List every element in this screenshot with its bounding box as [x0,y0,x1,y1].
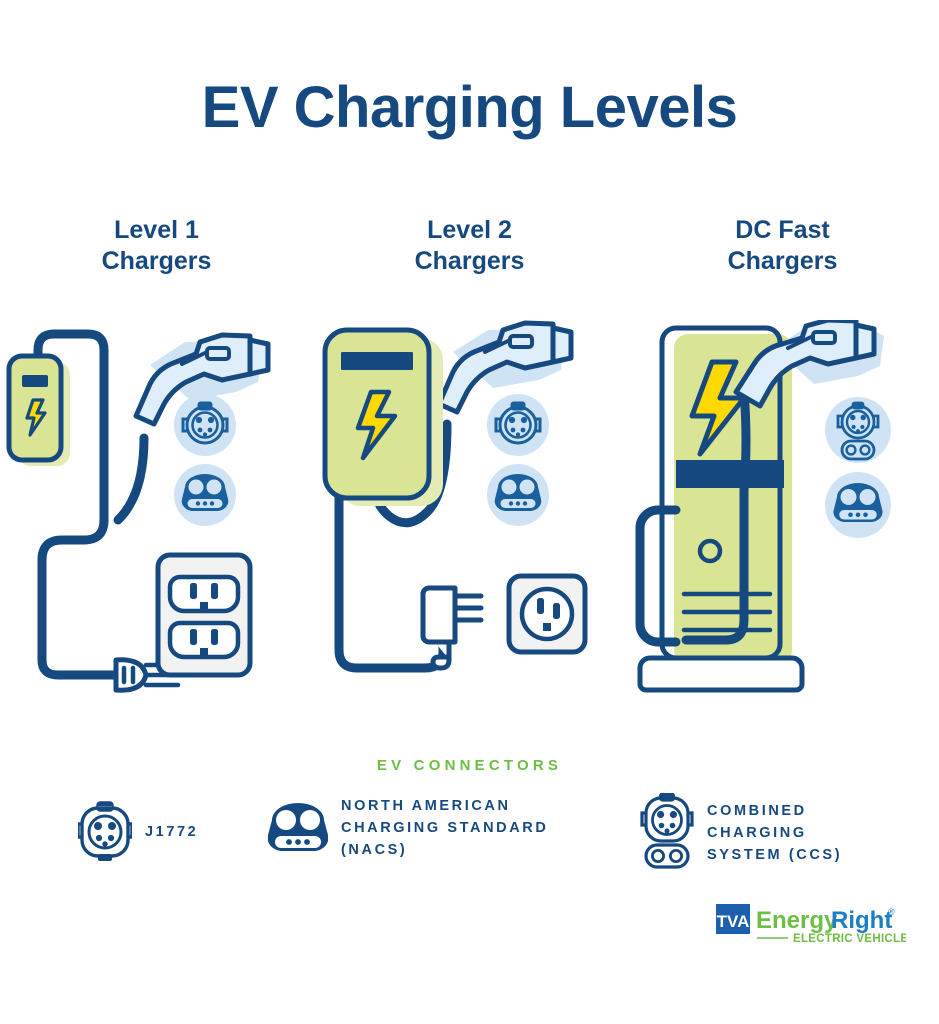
connector-item-ccs: COMBINED CHARGING SYSTEM (CCS) [640,793,842,873]
connector-label: NORTH AMERICAN CHARGING STANDARD (NACS) [341,798,549,859]
tva-mark-box [716,904,750,934]
column-heading-dc-fast: DC Fast Chargers [626,215,939,277]
connector-item-nacs: NORTH AMERICAN CHARGING STANDARD (NACS) [268,795,548,861]
column-level-2: Level 2 Chargers [313,215,626,673]
page-title: EV Charging Levels [201,75,738,140]
kiosk-base [637,655,805,693]
column-heading-line1: DC Fast [735,216,830,244]
outlet-socket-top [167,574,241,614]
connector-item-j1772: J1772 [78,801,198,863]
charging-cable [681,387,751,645]
j1772-connector-icon [78,801,132,861]
connector-label: J1772 [145,823,199,840]
column-heading-level-2: Level 2 Chargers [313,215,626,277]
column-dc-fast: DC Fast Chargers [626,215,939,693]
outlet-240v [506,573,588,655]
column-heading-level-1: Level 1 Chargers [0,215,313,277]
illustration-level-1 [0,320,313,720]
charger-display [22,375,48,387]
connectors-list: J1772 NORTH AMERICAN CHARGING STANDARD (… [0,793,939,875]
badge-nacs [487,464,549,526]
badge-nacs [825,472,891,538]
column-heading-line2: Chargers [414,247,525,275]
wall-mounted-charger [322,327,443,506]
tva-energyright-logo[interactable]: TVA Energy Right ® ELECTRIC VEHICLES [716,903,916,945]
lightning-bolt-icon [355,389,398,461]
kiosk-grille [681,591,773,633]
badge-nacs [174,464,236,526]
column-heading-line2: Chargers [727,247,838,275]
lightning-bolt-icon [25,398,47,437]
lightning-bolt-icon [689,359,747,457]
logo-word-right: Right [831,907,892,934]
badge-j1772 [487,394,549,456]
charger-display [341,352,413,370]
badge-j1772 [174,394,236,456]
connector-label: COMBINED CHARGING SYSTEM (CCS) [707,802,843,864]
cable-hanger [635,505,681,647]
badge-ccs [825,397,891,463]
illustration-dc-fast [626,320,939,720]
column-heading-line2: Chargers [101,247,212,275]
column-level-1: Level 1 Chargers [0,215,313,693]
outlet-socket-bottom [167,620,241,660]
nacs-connector-icon [268,803,328,852]
logo-trademark: ® [888,907,895,917]
ccs-connector-icon [640,793,694,869]
column-heading-line1: Level 1 [114,216,199,244]
logo-tagline: ELECTRIC VEHICLES [793,933,906,945]
plug-240v-icon [420,585,484,671]
ev-connector-nozzle [436,320,574,415]
illustration-level-2 [313,320,626,720]
ev-connector-nozzle [733,320,877,409]
column-heading-line1: Level 2 [427,216,512,244]
charging-cable [33,329,149,680]
ev-connector-nozzle [133,332,271,427]
tva-mark-text: TVA [717,912,750,931]
connectors-section-heading: EV CONNECTORS [376,757,563,774]
kiosk-display [676,460,784,488]
portable-brick-charger [6,353,70,466]
duplex-outlet-120v [155,552,253,678]
charger-columns: Level 1 Chargers [0,215,939,735]
logo-word-energy: Energy [756,907,838,934]
kiosk-button[interactable] [697,538,723,564]
